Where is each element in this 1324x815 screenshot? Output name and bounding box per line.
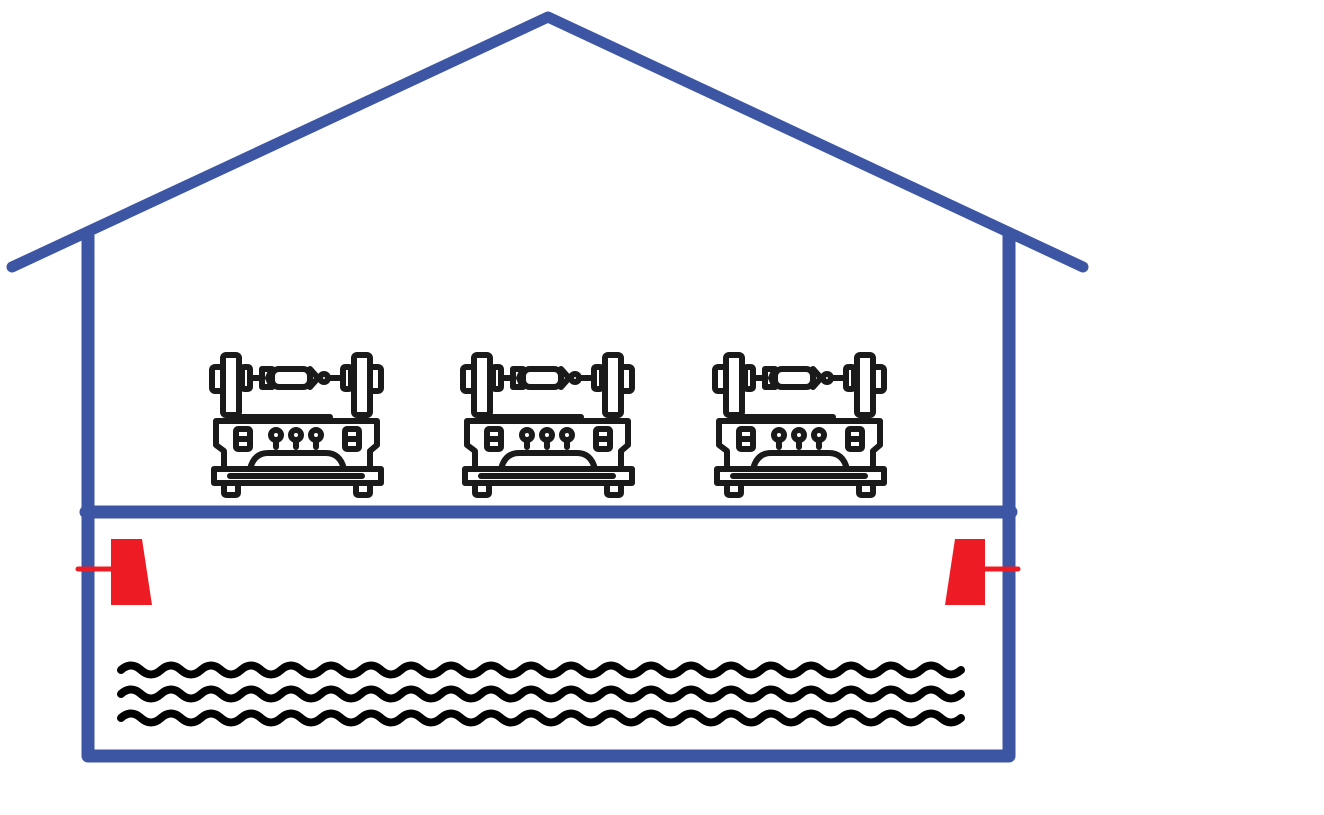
roof bbox=[6, 11, 1089, 273]
building-outline bbox=[6, 11, 1089, 763]
air-inlet-icon bbox=[75, 539, 152, 605]
wave-row bbox=[121, 666, 961, 675]
wave-row bbox=[121, 714, 961, 723]
machines-group bbox=[212, 355, 884, 495]
building-walls bbox=[81, 229, 1016, 763]
machine-icon bbox=[212, 355, 381, 495]
machine-icon bbox=[463, 355, 632, 495]
machine-icon bbox=[715, 355, 884, 495]
air-inlets-group bbox=[75, 539, 1021, 605]
wave-row bbox=[121, 690, 961, 699]
air-inlet-icon bbox=[945, 539, 1021, 605]
water-waves-icon bbox=[121, 666, 961, 723]
